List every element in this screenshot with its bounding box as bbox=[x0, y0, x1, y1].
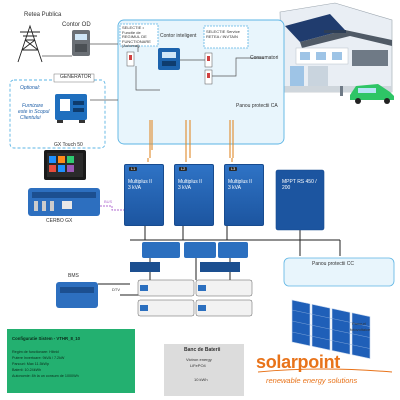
breaker-switch-icon bbox=[204, 52, 213, 68]
electric-car-illustration bbox=[340, 84, 394, 104]
battery-capacity: 10 kWh bbox=[194, 377, 208, 382]
dc-distributor bbox=[130, 242, 248, 272]
inverter-name: Multiplus II bbox=[128, 179, 152, 185]
optional-label: Optional: bbox=[20, 85, 41, 91]
inverter-phase: L2 bbox=[179, 167, 188, 171]
brand-logo: solarpoint bbox=[256, 352, 341, 372]
selector-mains-box bbox=[203, 25, 249, 49]
config-line: Putere Invertoare: 9kVA / 7.2kW bbox=[12, 356, 65, 360]
meter-label: Contor OD bbox=[62, 22, 91, 28]
inverter-power: 3 kVA bbox=[228, 185, 241, 191]
battery-model-2: LiFePO4 bbox=[190, 363, 206, 368]
selector-main-box bbox=[119, 23, 159, 47]
generator-label: GENERATOR bbox=[60, 74, 92, 80]
cerbo-gx-device bbox=[28, 188, 100, 216]
brand-swoosh bbox=[257, 368, 393, 373]
house-illustration bbox=[279, 2, 393, 93]
dc-panel-frame bbox=[283, 257, 395, 287]
ac-lines-gray bbox=[42, 43, 264, 101]
utility-pylon-icon bbox=[17, 24, 43, 63]
inverter-name: Multiplus II bbox=[228, 179, 252, 185]
config-line: Baterii: 10.24kWh bbox=[12, 368, 42, 372]
config-line: Autonomie: 8h la un consum de 1000Wh bbox=[12, 374, 79, 378]
dc-wires bbox=[98, 226, 341, 296]
bms-label: BMS bbox=[68, 273, 79, 279]
battery-bank-box bbox=[164, 344, 244, 396]
mppt-label: MPPT RS 450 / 200 bbox=[282, 179, 317, 191]
pv-label-1: Panouri bbox=[352, 321, 366, 326]
inverter-power: 3 kVA bbox=[128, 185, 141, 191]
dtv-label: DTV bbox=[112, 287, 120, 292]
ac-panel-label: Panou protectii CA bbox=[236, 103, 278, 109]
bus-wire bbox=[100, 205, 124, 211]
generator-note-3: Clientului bbox=[20, 115, 41, 121]
inverter-phase: L3 bbox=[229, 167, 238, 171]
breaker-switch-icon bbox=[204, 69, 213, 85]
config-line: Panouri: Max 11.5kWp bbox=[12, 362, 50, 366]
selector-mains-label: SELECTIE Service RETEA / INVTAIN bbox=[206, 29, 240, 39]
selector-main-label: SELECTIE • Functie de REGIMUL DE FUNCTIO… bbox=[122, 25, 151, 49]
pv-panels bbox=[291, 299, 371, 359]
inverter-phase: L1 bbox=[129, 167, 138, 171]
battery-module bbox=[195, 279, 253, 297]
meter-device bbox=[72, 30, 90, 56]
battery-module bbox=[137, 279, 195, 297]
smart-meter-label: Contor inteligent bbox=[160, 33, 197, 39]
gx-touch-display bbox=[44, 150, 86, 180]
brand-slogan: renewable energy solutions bbox=[266, 376, 358, 385]
configuration-box bbox=[7, 329, 135, 393]
battery-module bbox=[137, 299, 195, 317]
battery-title: Banc de Baterii bbox=[184, 347, 221, 353]
inverter-power: 3 kVA bbox=[178, 185, 191, 191]
generator-icon bbox=[55, 94, 87, 123]
bms-device bbox=[56, 282, 98, 308]
dc-panel-label: Panou protectii CC bbox=[312, 261, 354, 267]
smart-meter-device bbox=[158, 48, 180, 70]
gx-touch-label: GX Touch 50 bbox=[54, 142, 83, 148]
bus-label: BUS bbox=[104, 199, 113, 204]
ac-wires bbox=[147, 120, 234, 162]
config-line: Regim de functionare: Hibrid bbox=[12, 350, 59, 354]
cerbo-label: CERBO GX bbox=[46, 218, 73, 224]
inverter-name: Multiplus II bbox=[178, 179, 202, 185]
consumers-label: Consumatori bbox=[250, 55, 279, 61]
generator-note-2: este in Scopul bbox=[18, 109, 50, 115]
generator-note-1: Furnizare bbox=[22, 103, 44, 109]
mppt-controller bbox=[275, 169, 325, 231]
battery-model-1: Victron energy bbox=[186, 357, 212, 362]
grid-label: Retea Publica bbox=[24, 12, 62, 18]
breaker-switch-icon bbox=[126, 51, 135, 67]
battery-module bbox=[195, 299, 253, 317]
pv-label-2: fotovoltaice bbox=[350, 327, 371, 332]
config-title: Configuratie Sistem - VTHR_8_10 bbox=[12, 336, 81, 341]
